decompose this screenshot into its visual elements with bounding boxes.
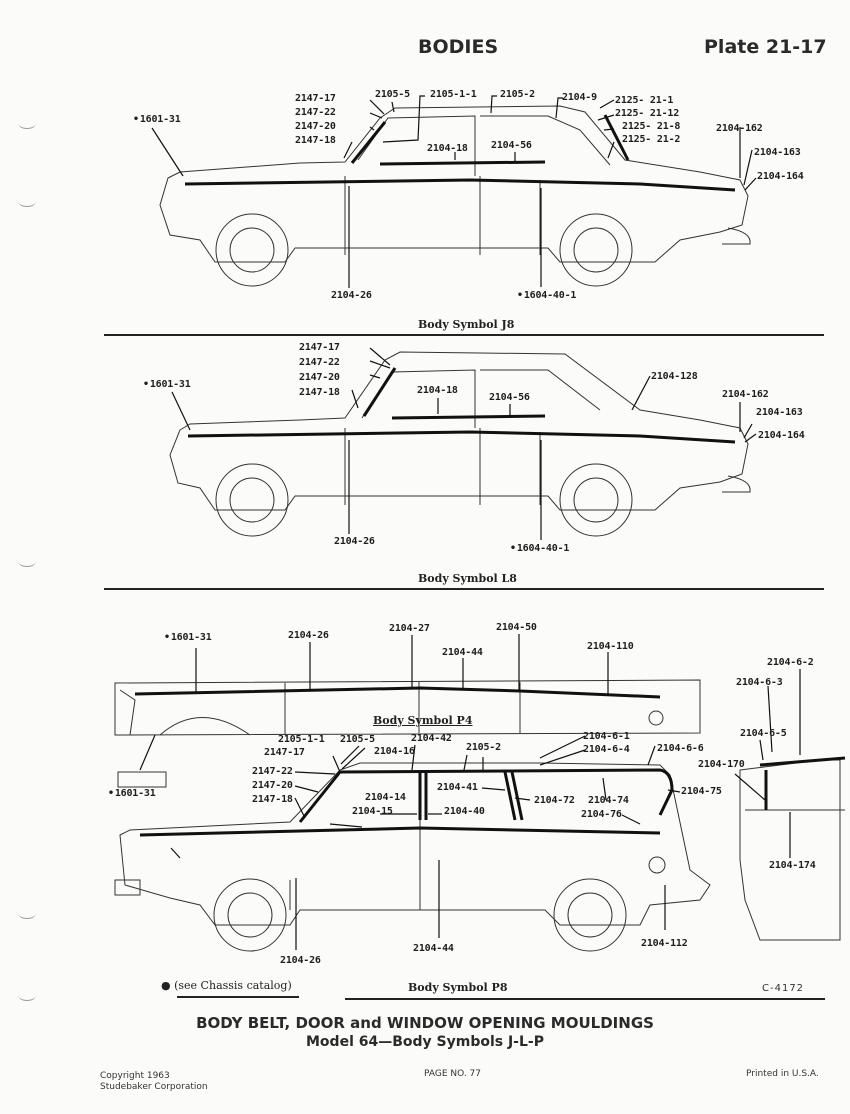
part-label: 2147-17 xyxy=(299,342,340,353)
part-label: 2104-26 xyxy=(331,290,372,301)
section-divider xyxy=(345,998,825,1000)
binder-hole xyxy=(18,990,36,1001)
part-label: 2104-44 xyxy=(442,647,483,658)
part-label: 2104-16 xyxy=(374,746,415,757)
part-label: 2105-1-1 xyxy=(430,89,477,100)
diagram-caption: Body Symbol L8 xyxy=(418,572,517,585)
part-label: 2104-18 xyxy=(427,143,468,154)
part-label: 2104-76 xyxy=(581,809,622,820)
legend-underline xyxy=(177,996,299,998)
part-label: 2104-72 xyxy=(534,795,575,806)
sedan-j8-drawing xyxy=(159,105,751,287)
plate-number: Plate 21-17 xyxy=(704,36,827,58)
part-label: 2104-14 xyxy=(365,792,406,803)
part-label: 2104-162 xyxy=(722,389,769,400)
part-label: 2147-18 xyxy=(295,135,336,146)
diagram-caption: Body Symbol P4 xyxy=(373,714,473,727)
part-label: 2104-112 xyxy=(641,938,688,949)
part-label: 2104-162 xyxy=(716,123,763,134)
binder-hole xyxy=(18,908,36,919)
part-label: 2104-6-2 xyxy=(767,657,814,668)
section-divider xyxy=(104,588,824,590)
part-label: 2104-163 xyxy=(754,147,801,158)
part-label: 2104-6-5 xyxy=(740,728,787,739)
part-label: 2104-18 xyxy=(417,385,458,396)
part-label: 2104-170 xyxy=(698,759,745,770)
page-number: PAGE NO. 77 xyxy=(424,1069,481,1079)
hardtop-l8-drawing xyxy=(169,351,751,537)
part-label: 2104-40 xyxy=(444,806,485,817)
drawing-number: C-4172 xyxy=(762,983,805,994)
part-label: 2147-20 xyxy=(299,372,340,383)
part-label: 2125- 21-12 xyxy=(615,108,680,119)
part-label: 2104-26 xyxy=(288,630,329,641)
part-label: 2104-6-4 xyxy=(583,744,630,755)
part-label: 2147-20 xyxy=(295,121,336,132)
binder-hole xyxy=(18,196,36,207)
part-label: 2104-41 xyxy=(437,782,478,793)
part-label: 2104-6-6 xyxy=(657,743,704,754)
part-label: 2104-44 xyxy=(413,943,454,954)
copyright-line2: Studebaker Corporation xyxy=(100,1082,208,1092)
diagram-caption: Body Symbol J8 xyxy=(418,318,515,331)
p4-side-strip-drawing xyxy=(114,679,701,736)
part-label-chassis: 1601-31 xyxy=(143,379,191,390)
part-label: 2147-20 xyxy=(252,780,293,791)
printed-in: Printed in U.S.A. xyxy=(746,1069,819,1079)
part-label: 2125- 21-8 xyxy=(622,121,681,132)
part-label: 2104-50 xyxy=(496,622,537,633)
part-label: 2104-26 xyxy=(334,536,375,547)
part-label: 2125- 21-1 xyxy=(615,95,674,106)
part-label-chassis: 1601-31 xyxy=(133,114,181,125)
part-label: 2104-110 xyxy=(587,641,634,652)
binder-hole xyxy=(18,118,36,129)
part-label: 2104-6-1 xyxy=(583,731,630,742)
wagon-p8-drawing xyxy=(114,759,845,952)
part-label: 2147-22 xyxy=(299,357,340,368)
part-label: 2105-2 xyxy=(466,742,501,753)
part-label: 2104-174 xyxy=(769,860,816,871)
section-divider xyxy=(104,334,824,336)
part-label: 2104-42 xyxy=(411,733,452,744)
part-label: 2147-17 xyxy=(295,93,336,104)
part-label: 2104-26 xyxy=(280,955,321,966)
part-label: 2105-5 xyxy=(340,734,375,745)
diagram-caption: Body Symbol P8 xyxy=(408,981,508,994)
chassis-legend-text: (see Chassis catalog) xyxy=(174,979,292,992)
bullet-icon: ● xyxy=(161,979,171,992)
part-label: 2104-9 xyxy=(562,92,597,103)
part-label: 2105-2 xyxy=(500,89,535,100)
part-label: 2104-15 xyxy=(352,806,393,817)
part-label: 2105-1-1 xyxy=(278,734,325,745)
part-label: 2147-17 xyxy=(264,747,305,758)
chassis-legend: ● (see Chassis catalog) xyxy=(161,979,292,992)
part-label-chassis: 1601-31 xyxy=(164,632,212,643)
part-label: 2104-56 xyxy=(489,392,530,403)
part-label: 2104-164 xyxy=(757,171,804,182)
part-label: 2104-128 xyxy=(651,371,698,382)
part-label: 2104-75 xyxy=(681,786,722,797)
part-label: 2104-164 xyxy=(758,430,805,441)
part-label-chassis: 1604-40-1 xyxy=(517,290,577,301)
part-label: 2104-56 xyxy=(491,140,532,151)
part-label: 2147-18 xyxy=(299,387,340,398)
part-label: 2147-22 xyxy=(295,107,336,118)
part-label: 2104-163 xyxy=(756,407,803,418)
part-label: 2104-27 xyxy=(389,623,430,634)
part-label: 2105-5 xyxy=(375,89,410,100)
part-label: 2125- 21-2 xyxy=(622,134,681,145)
part-label: 2104-6-3 xyxy=(736,677,783,688)
binder-hole xyxy=(18,556,36,567)
section-title: BODIES xyxy=(418,36,499,58)
part-label: 2147-22 xyxy=(252,766,293,777)
part-label-chassis: 1601-31 xyxy=(108,788,156,799)
part-label: 2147-18 xyxy=(252,794,293,805)
copyright-line1: Copyright 1963 xyxy=(100,1071,170,1081)
part-label: 2104-74 xyxy=(588,795,629,806)
part-label-chassis: 1604-40-1 xyxy=(510,543,570,554)
page-title-line1: BODY BELT, DOOR and WINDOW OPENING MOULD… xyxy=(196,1014,654,1032)
page-title-line2: Model 64—Body Symbols J-L-P xyxy=(306,1034,544,1050)
